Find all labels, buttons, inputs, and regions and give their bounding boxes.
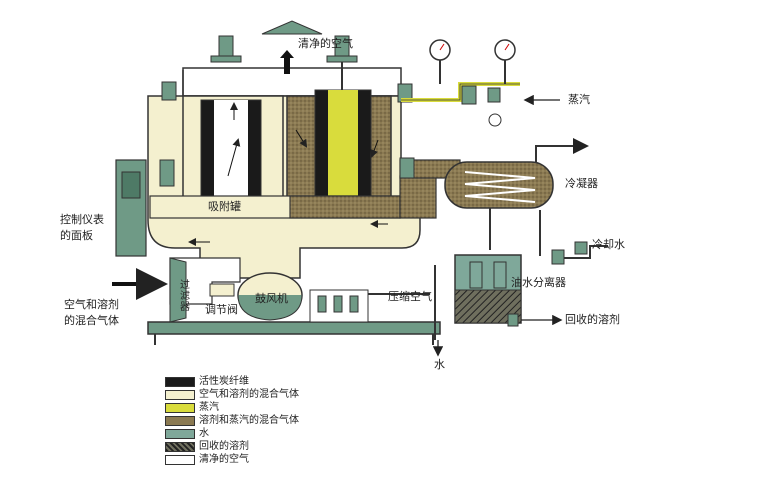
legend-swatch (165, 416, 195, 426)
label-clean-air-top: 清净的空气 (298, 37, 353, 50)
legend-item: 活性炭纤维 (165, 376, 249, 388)
label-water-separator: 油水分离器 (511, 276, 566, 289)
legend-item: 清净的空气 (165, 454, 249, 466)
label-regulating-valve: 调节阀 (205, 303, 238, 316)
legend-item: 回收的溶剂 (165, 441, 249, 453)
condenser-coil (464, 171, 536, 203)
legend-swatch (165, 455, 195, 465)
legend-swatch (165, 377, 195, 387)
steam-valve (461, 85, 477, 105)
filter-unit (169, 257, 187, 323)
base-frame (147, 321, 441, 335)
legend-item: 水 (165, 428, 209, 440)
clean-air-up-arrow (280, 50, 294, 74)
steam-core (328, 90, 358, 196)
condenser (444, 161, 554, 209)
label-filter: 过滤器 (180, 280, 190, 313)
legend-item: 蒸汽 (165, 402, 219, 414)
legend-swatch (165, 390, 195, 400)
legend-swatch (165, 403, 195, 413)
legend-swatch (165, 442, 195, 452)
label-control-panel: 控制仪表 的面板 (60, 213, 104, 242)
exhaust-hood (261, 20, 323, 35)
label-steam: 蒸汽 (568, 93, 590, 106)
label-condenser: 冷凝器 (565, 177, 598, 190)
label-adsorption-tank: 吸附罐 (208, 200, 241, 213)
top-valve-left (218, 35, 234, 57)
label-blower: 鼓风机 (255, 292, 288, 305)
legend-item: 溶剂和蒸汽的混合气体 (165, 415, 299, 427)
label-recovered-solvent: 回收的溶剂 (565, 313, 620, 326)
label-compressed-air: 压缩空气 (388, 290, 432, 303)
legend-item: 空气和溶剂的混合气体 (165, 389, 299, 401)
regulating-valve (209, 283, 235, 297)
legend-swatch (165, 429, 195, 439)
label-water: 水 (434, 358, 445, 371)
label-air-solvent-mix: 空气和溶剂 的混合气体 (64, 298, 119, 327)
label-cooling-water: 冷却水 (592, 238, 625, 251)
steam-line (401, 82, 520, 102)
